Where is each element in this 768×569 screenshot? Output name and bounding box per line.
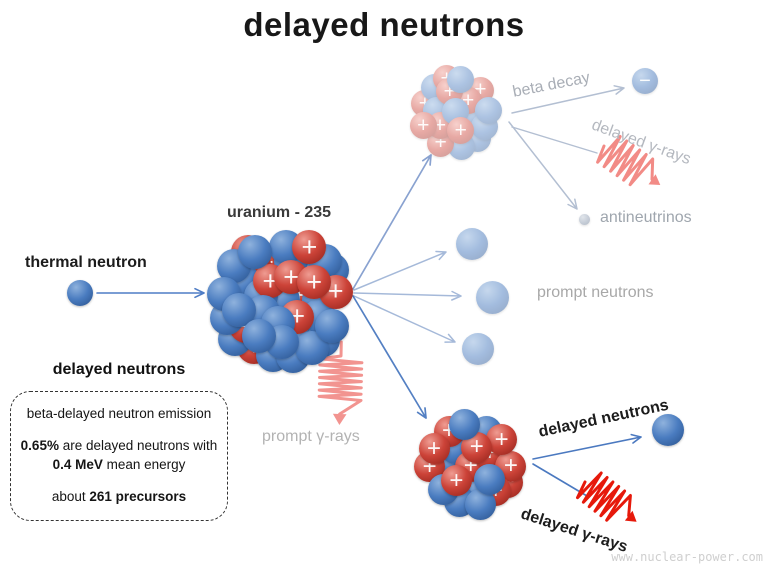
- delayed-gamma-top-squiggle: [596, 135, 655, 187]
- beta-decay-arrow: [511, 85, 625, 114]
- delayed-gamma-bottom-squiggle-head: [624, 510, 637, 522]
- neutron-ball: [449, 409, 481, 441]
- fission-arrow-prompt-neutron-3: [353, 295, 456, 343]
- thermal-neutron-ball: [67, 280, 93, 306]
- delayed-gamma-top-squiggle-head: [648, 174, 661, 185]
- proton-ball: +: [409, 112, 437, 139]
- neutron-ball: [447, 132, 475, 160]
- proton-ball: +: [418, 433, 450, 465]
- fission-arrow-bottom-fragment: [352, 295, 427, 419]
- prompt-neutron-ball-3: [462, 333, 494, 365]
- antineutrinos-label: antineutrinos: [600, 209, 692, 226]
- beta-particle-ball: −: [632, 68, 658, 94]
- neutron-ball: [423, 96, 451, 124]
- uranium-235-label: uranium - 235: [227, 204, 332, 221]
- prompt-neutron-ball-1: [456, 228, 488, 260]
- fission-arrow-prompt-neutron-1: [353, 250, 447, 291]
- neutron-ball: [464, 124, 492, 152]
- delayed-gamma-top-lead-line: [511, 126, 598, 154]
- info-line-2-3: 0.65% are delayed neutrons with 0.4 MeV …: [19, 437, 219, 474]
- info-line-3-rest: mean energy: [102, 457, 186, 472]
- info-line-3-bold: 0.4 MeV: [52, 457, 103, 472]
- info-line-2-bold: 0.65%: [20, 438, 59, 454]
- info-line-4: about 261 precursors: [19, 488, 219, 507]
- thermal-neutron-label: thermal neutron: [25, 254, 147, 271]
- proton-ball: +: [427, 129, 455, 157]
- neutron-ball: [315, 309, 350, 344]
- info-panel: beta-delayed neutron emission 0.65% are …: [10, 391, 228, 521]
- neutron-ball: [441, 98, 469, 126]
- info-line-4-pre: about: [51, 489, 90, 505]
- proton-ball: +: [454, 87, 482, 115]
- delayed-gamma-bottom-squiggle: [576, 471, 632, 522]
- neutron-ball: [447, 66, 474, 94]
- watermark: www.nuclear-power.com: [611, 550, 763, 564]
- delayed-gamma-bottom-lead-line: [532, 463, 588, 497]
- info-line-4-bold: 261 precursors: [89, 489, 187, 505]
- proton-ball: +: [436, 78, 464, 105]
- info-panel-heading: delayed neutrons: [52, 361, 186, 378]
- proton-ball: +: [426, 112, 454, 139]
- neutron-ball: [474, 464, 506, 496]
- neutron-ball: [238, 235, 273, 270]
- prompt-neutron-ball-2: [476, 281, 509, 314]
- neutron-ball: [471, 112, 499, 140]
- info-line-2-rest: are delayed neutrons with: [58, 438, 218, 454]
- proton-ball: +: [411, 90, 439, 118]
- neutron-ball: [241, 318, 276, 353]
- prompt-gamma-squiggle: [317, 340, 364, 416]
- prompt-neutrons-label: prompt neutrons: [537, 284, 654, 301]
- delayed-neutron-ball: [652, 414, 684, 446]
- proton-ball: +: [292, 230, 327, 265]
- neutron-ball: [460, 102, 488, 130]
- page-title: delayed neutrons: [243, 6, 525, 43]
- proton-ball: +: [447, 117, 475, 145]
- proton-ball: +: [466, 76, 494, 104]
- neutron-ball: [474, 96, 502, 124]
- fission-fragment-top: +++++++++: [409, 65, 503, 160]
- fission-arrow-prompt-neutron-2: [353, 290, 462, 301]
- proton-ball: +: [433, 65, 461, 93]
- fission-arrow-top-fragment: [352, 154, 432, 290]
- prompt-gamma-squiggle-head: [332, 413, 347, 425]
- delayed-neutron-arrow: [532, 433, 642, 460]
- uranium-235-nucleus: ++++++++++++: [206, 226, 354, 374]
- antineutrino-ball: [579, 214, 590, 225]
- beta-minus-symbol: −: [639, 69, 651, 92]
- info-line-1: beta-delayed neutron emission: [26, 406, 212, 421]
- prompt-gamma-rays-label: prompt γ-rays: [262, 428, 360, 445]
- thermal-neutron-arrow: [96, 287, 205, 299]
- fission-fragment-bottom: +++++++++++: [414, 409, 527, 521]
- proton-ball: +: [297, 265, 332, 300]
- neutron-ball: [420, 73, 448, 101]
- proton-ball: +: [440, 465, 472, 497]
- antineutrino-arrow: [508, 121, 578, 210]
